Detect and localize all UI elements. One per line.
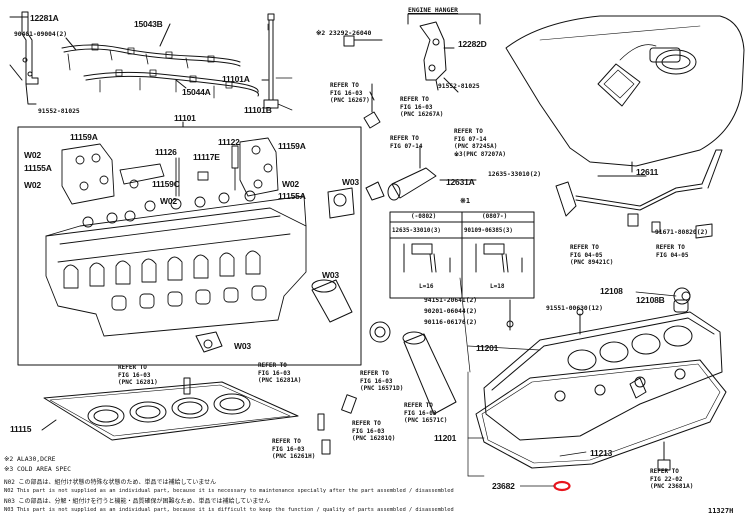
table-col1: (-0802) [411, 213, 437, 220]
refer-fig-16-03-16281[interactable]: REFER TO FIG 16-03 (PNC 16281) [118, 364, 158, 386]
label-91552-left[interactable]: 91552-81025 [38, 108, 80, 115]
label-23292[interactable]: ※2 23292-26040 [316, 29, 372, 37]
head-bolt-drawing [261, 13, 279, 109]
label-23682[interactable]: 23682 [492, 481, 515, 491]
label-11126[interactable]: 11126 [155, 147, 177, 157]
label-W02-3[interactable]: W02 [282, 179, 299, 189]
label-W02-4[interactable]: W02 [160, 196, 177, 206]
w03-parts-drawing [195, 187, 355, 353]
wire-harness-drawing [61, 23, 259, 99]
table-len1: L=16 [419, 283, 434, 290]
valve-cover-gasket-drawing [475, 359, 727, 469]
label-12611[interactable]: 12611 [636, 167, 659, 177]
bolt-table-frame [389, 211, 535, 299]
label-W03-2[interactable]: W03 [322, 270, 339, 280]
label-11155A-right[interactable]: 11155A [278, 191, 306, 201]
label-12282D[interactable]: 12282D [458, 39, 487, 49]
refer-fig-07-14[interactable]: REFER TO FIG 07-14 [390, 135, 423, 150]
note-star3: ※3 COLD AREA SPEC [4, 465, 71, 473]
valve-cover-drawing [483, 287, 723, 441]
cover-bracket-drawing [555, 149, 723, 239]
refer-fig-22-02-23681A[interactable]: REFER TO FIG 22-02 (PNC 23681A) [650, 468, 694, 490]
table-len2: L=18 [490, 283, 505, 290]
label-11122[interactable]: 11122 [218, 137, 240, 147]
label-91671[interactable]: 91671-80820(2) [655, 229, 709, 236]
refer-fig-16-03-16281Q[interactable]: REFER TO FIG 16-03 (PNC 16281Q) [352, 420, 396, 442]
note-n03-en: N03 This part is not supplied as an indi… [4, 507, 454, 513]
refer-fig-16-03-16267A[interactable]: REFER TO FIG 16-03 (PNC 16267A) [400, 96, 444, 118]
ventilation-hose-drawing [387, 145, 477, 201]
cylinder-head-drawing [45, 137, 307, 337]
note-star2: ※2 ALA30,DCRE [4, 455, 56, 463]
label-12635[interactable]: 12635-33010(2) [488, 171, 542, 178]
refer-fig-07-14-87245A[interactable]: REFER TO FIG 07-14 (PNC 87245A) ※3(PNC 8… [454, 128, 506, 158]
highlight-oval [553, 480, 571, 492]
refer-fig-04-05-89421C[interactable]: REFER TO FIG 04-05 (PNC 89421C) [570, 244, 614, 266]
engine-cover-drawing [505, 15, 745, 173]
table-part1[interactable]: 12635-33010(3) [392, 228, 441, 234]
label-91551[interactable]: 91551-00630(12) [546, 305, 603, 312]
label-W02-1[interactable]: W02 [24, 150, 41, 160]
label-11115[interactable]: 11115 [10, 424, 32, 434]
note-n02-en: N02 This part is not supplied as an indi… [4, 488, 454, 494]
refer-fig-16-03-16267[interactable]: REFER TO FIG 16-03 (PNC 16267) [330, 82, 370, 104]
label-11117E[interactable]: 11117E [193, 152, 220, 162]
label-11159C[interactable]: 11159C [152, 179, 180, 189]
label-94151[interactable]: 94151-20641(2) [424, 297, 478, 304]
head-gasket-drawing [41, 381, 299, 441]
label-90116[interactable]: 90116-06176(2) [424, 319, 478, 326]
cover-bolts-drawing [506, 291, 691, 471]
refer-fig-16-03-16571C[interactable]: REFER TO FIG 16-03 (PNC 16571C) [404, 402, 448, 424]
table-part2[interactable]: 90109-06385(3) [464, 228, 513, 234]
small-parts-drawing [183, 321, 457, 455]
label-11213[interactable]: 11213 [590, 448, 613, 458]
note-n03-jp: N03 この部品は、分解・組付けを行うと機能・品質確保が困難なため、単品では補給… [4, 498, 271, 505]
label-11201-b[interactable]: 11201 [434, 433, 457, 443]
refer-fig-04-05[interactable]: REFER TO FIG 04-05 [656, 244, 689, 259]
refer-fig-16-03-16571D[interactable]: REFER TO FIG 16-03 (PNC 16571D) [360, 370, 404, 392]
label-90401[interactable]: 90401-09004(2) [14, 31, 68, 38]
engine-hanger-rear-drawing [9, 11, 39, 105]
label-W02-2[interactable]: W02 [24, 180, 41, 190]
label-11159A-right[interactable]: 11159A [278, 141, 306, 151]
label-15044A[interactable]: 15044A [182, 87, 211, 97]
label-11101B[interactable]: 11101B [244, 105, 272, 115]
label-W03-1[interactable]: W03 [342, 177, 359, 187]
label-11159A-left[interactable]: 11159A [70, 132, 98, 142]
table-col2: (0807-) [482, 213, 508, 220]
label-15043B[interactable]: 15043B [134, 19, 163, 29]
engine-hanger-front-drawing [407, 13, 481, 93]
label-11155A-left[interactable]: 11155A [24, 163, 52, 173]
label-11201-a[interactable]: 11201 [476, 343, 499, 353]
label-12108[interactable]: 12108 [600, 286, 623, 296]
note-n02-jp: N02 この部品は、組付け状態の特殊な状態のため、単品では補給していません [4, 479, 217, 486]
label-11101[interactable]: 11101 [174, 113, 196, 123]
label-11101A[interactable]: 11101A [222, 74, 250, 84]
label-12281A[interactable]: 12281A [30, 13, 59, 23]
label-12108B[interactable]: 12108B [636, 295, 665, 305]
figure-id: 11327H [708, 507, 734, 515]
label-91552-right[interactable]: 91552-81025 [438, 83, 480, 90]
label-12631A[interactable]: 12631A [446, 177, 475, 187]
label-star1: ※1 [460, 197, 471, 205]
refer-fig-16-03-16261H[interactable]: REFER TO FIG 16-03 (PNC 16261H) [272, 438, 316, 460]
label-W03-3[interactable]: W03 [234, 341, 251, 351]
label-90201[interactable]: 90201-06044(2) [424, 308, 478, 315]
sensor-cable-drawing [343, 35, 385, 201]
refer-fig-16-03-16281A[interactable]: REFER TO FIG 16-03 (PNC 16281A) [258, 362, 302, 384]
cylinder-head-frame [17, 126, 362, 366]
label-engine-hanger: ENGINE HANGER [408, 6, 459, 14]
